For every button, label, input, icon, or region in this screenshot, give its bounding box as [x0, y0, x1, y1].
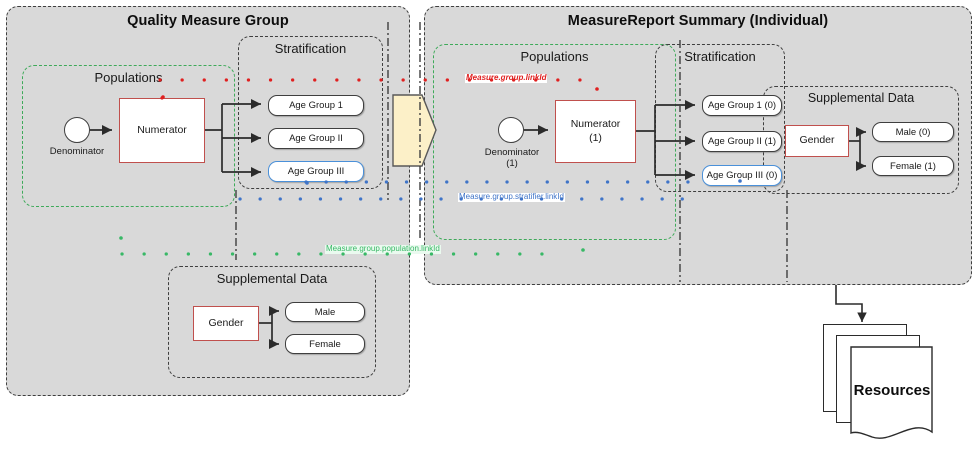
resource-doc-mid	[836, 335, 920, 423]
numerator-node-left: Numerator	[119, 98, 205, 163]
supplemental-pill-right-0: Male (0)	[872, 122, 954, 142]
supplemental-pill-left-1: Female	[285, 334, 365, 354]
denominator-label-left: Denominator	[49, 146, 105, 157]
stratum-pill-right-2: Age Group III (0)	[702, 165, 782, 186]
annotation-group-linkid: Measure.group.linkId	[465, 73, 548, 83]
denominator-label-right: Denominator (1)	[473, 147, 551, 170]
panel-measurereport-summary: MeasureReport Summary (Individual)	[424, 6, 972, 285]
numerator-label-right: Numerator	[570, 118, 621, 131]
supplemental-pill-left-0: Male	[285, 302, 365, 322]
group-supplemental-left: Supplemental Data	[168, 266, 376, 378]
panel-title-right: MeasureReport Summary (Individual)	[567, 13, 829, 29]
numerator-count-right: (1)	[589, 131, 602, 144]
resources-label: Resources	[853, 382, 931, 399]
annotation-stratifier-linkid: Measure.group.stratifier.linkId	[458, 192, 565, 202]
stratum-pill-right-1: Age Group II (1)	[702, 131, 782, 152]
annotation-population-linkid: Measure.group.population.linkId	[325, 244, 441, 254]
gender-node-left: Gender	[193, 306, 259, 341]
denominator-label-right-text: Denominator	[484, 147, 540, 158]
group-label-populations-left: Populations	[94, 70, 163, 85]
denominator-count-right: (1)	[506, 158, 518, 170]
output-connector	[835, 285, 867, 322]
group-label-supplemental-right: Supplemental Data	[807, 91, 915, 105]
numerator-node-right: Numerator (1)	[555, 100, 636, 163]
group-label-stratification-right: Stratification	[684, 49, 756, 64]
group-label-stratification-left: Stratification	[274, 41, 347, 56]
group-label-supplemental-left: Supplemental Data	[216, 271, 328, 286]
supplemental-pill-right-1: Female (1)	[872, 156, 954, 176]
stratum-pill-left-1: Age Group II	[268, 128, 364, 149]
denominator-node-right	[498, 117, 524, 143]
panel-title-left: Quality Measure Group	[127, 13, 289, 29]
stratum-pill-left-0: Age Group 1	[268, 95, 364, 116]
group-stratification-left: Stratification	[238, 36, 383, 189]
stratum-pill-right-0: Age Group 1 (0)	[702, 95, 782, 116]
stratum-pill-left-2: Age Group III	[268, 161, 364, 182]
gender-node-right: Gender	[785, 125, 849, 157]
group-populations-left: Populations	[22, 65, 235, 207]
group-label-populations-right: Populations	[520, 49, 589, 64]
denominator-node-left	[64, 117, 90, 143]
